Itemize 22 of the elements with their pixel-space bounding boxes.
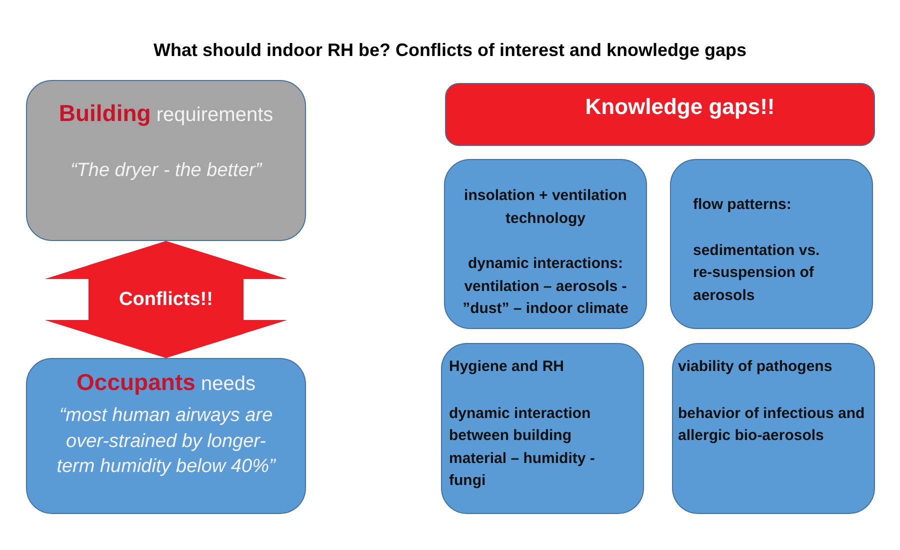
- rounded-box: [26, 80, 306, 241]
- rounded-box: [441, 343, 644, 514]
- title: What should indoor RH be? Conflicts of interest and knowledge gaps: [152, 40, 748, 61]
- box-text: sedimentation vs. re-suspension of aerosols: [693, 240, 821, 306]
- quote-text: “most human airways are over-strained by longer-term humidity below 40%”: [56, 404, 277, 480]
- banner: [445, 83, 875, 146]
- box-heading: Building requirements: [58, 99, 274, 128]
- box-text: dynamic interactions: ventilation – aerosols - ”dust” – indoor climate: [462, 254, 630, 319]
- double-block-arrow: [44, 241, 288, 358]
- box-heading: flow patterns:: [693, 195, 792, 215]
- rounded-box: [444, 159, 647, 329]
- box-heading: Hygiene and RH: [449, 357, 566, 377]
- rounded-box: [670, 159, 873, 329]
- rounded-box: [672, 343, 875, 514]
- quote-text: “The dryer - the better”: [69, 159, 264, 183]
- box-text: behavior of infectious and allergic bio-aerosols: [678, 404, 866, 446]
- box-heading: insolation + ventilation technology: [463, 186, 628, 228]
- banner-heading: Knowledge gaps!!: [584, 93, 776, 121]
- box-text: dynamic interaction between building material – humidity - fungi: [449, 404, 596, 491]
- box-heading: viability of pathogens: [678, 357, 834, 377]
- box-heading: Occupants needs: [76, 368, 256, 397]
- rounded-box: [26, 358, 306, 514]
